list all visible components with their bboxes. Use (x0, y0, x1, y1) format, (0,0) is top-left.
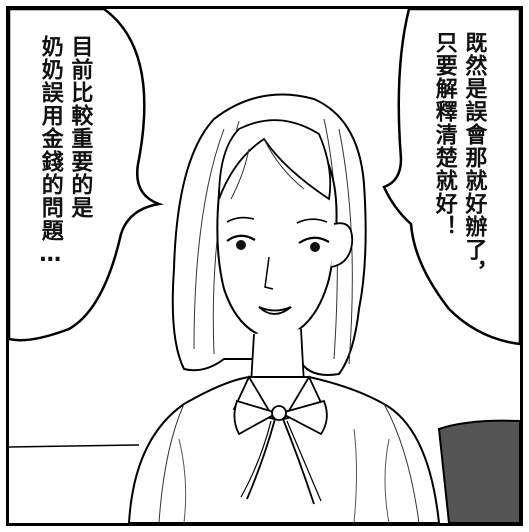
right-eye (298, 236, 330, 244)
shirt (127, 376, 441, 523)
bow-left (233, 399, 280, 436)
right-pupil (310, 242, 320, 252)
comic-panel: 目前比較重要的是 奶奶誤用金錢的問題… 既然是誤會那就好辦了， 只要解釋清楚就好… (6, 6, 523, 526)
right-speech-bubble (382, 9, 520, 346)
bow-knot (271, 405, 287, 421)
left-bubble-line-2: 奶奶誤用金錢的問題… (37, 35, 63, 268)
left-eye (226, 234, 256, 242)
left-pupil (236, 240, 246, 250)
bow-ribbons-inner (240, 420, 322, 502)
ear (330, 222, 354, 268)
left-eyebrow (226, 216, 255, 223)
right-bubble-text: 既然是誤會那就好辦了， 只要解釋清楚就好！ (429, 31, 488, 331)
right-bubble-line-2: 只要解釋清楚就好！ (431, 31, 457, 238)
mouth (258, 306, 292, 315)
shoulder-seams (158, 403, 420, 523)
nose (264, 256, 274, 290)
right-bubble-line-1: 既然是誤會那就好辦了， (461, 31, 487, 284)
left-speech-bubble (9, 9, 164, 342)
comic-illustration (9, 9, 520, 523)
left-bubble-text: 目前比較重要的是 奶奶誤用金錢的問題… (35, 35, 94, 335)
bow-right (278, 399, 328, 436)
wall-line (9, 444, 140, 448)
bangs (218, 119, 332, 201)
chair-back (437, 419, 520, 523)
shirt-folds (178, 428, 390, 523)
neck (250, 328, 305, 385)
left-bubble-line-1: 目前比較重要的是 (67, 35, 93, 219)
bow-ribbons (246, 418, 315, 505)
right-eyebrow (296, 218, 328, 224)
bangs-lines (230, 138, 305, 200)
